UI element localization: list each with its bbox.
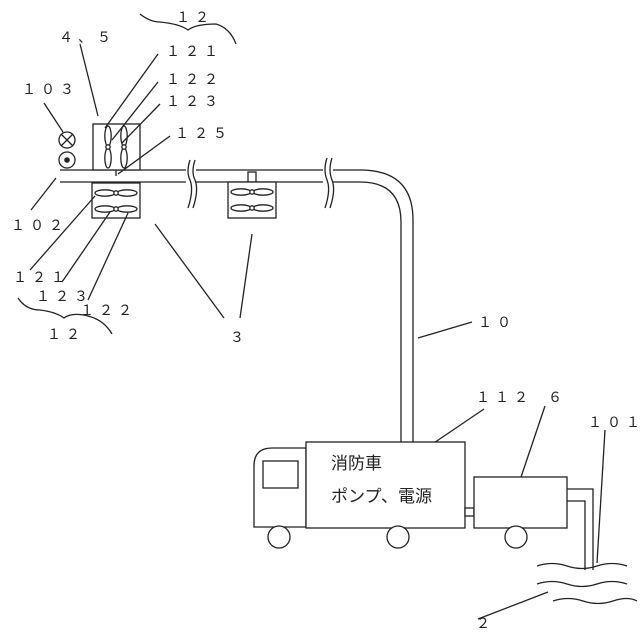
truck-wheel-rear <box>505 526 527 548</box>
pump-power-box <box>306 442 465 528</box>
valve-103-dot-circle <box>59 152 75 168</box>
truck-wheel-front <box>268 526 290 548</box>
label-125: １２５ <box>175 125 232 141</box>
truck-label-line1: 消防車 <box>331 454 382 474</box>
label-12-bottom: １２ <box>47 326 85 342</box>
label-112: １１２ <box>476 389 533 405</box>
truck-wheel-middle <box>387 526 409 548</box>
label-103: １０３ <box>22 81 79 97</box>
label-121-bottom: １２１ <box>13 269 70 285</box>
label-12-top: １２ <box>176 9 214 25</box>
label-121-top: １２１ <box>166 43 223 59</box>
label-2: ２ <box>476 615 495 631</box>
label-122-top: １２２ <box>166 71 223 87</box>
label-4-5: ４、５ <box>59 29 116 45</box>
label-6: ６ <box>548 389 567 405</box>
lower-fan-unit-middle <box>228 172 276 218</box>
pipe-break-mark-1 <box>186 160 197 208</box>
label-101: １０１ <box>588 414 640 430</box>
truck-cab-window <box>263 461 298 488</box>
truck-label-line2: ポンプ、電源 <box>331 487 432 507</box>
lower-fan-unit-left <box>92 182 140 218</box>
label-123-top: １２３ <box>166 93 223 109</box>
truck-connector <box>465 508 474 516</box>
pipe-break-mark-2 <box>323 158 334 208</box>
valve-103-crossed-circle <box>59 132 75 148</box>
label-122-bottom: １２２ <box>80 302 137 318</box>
label-3: ３ <box>230 329 249 345</box>
label-102: １０２ <box>11 217 68 233</box>
water-surface-2 <box>537 564 637 604</box>
label-10: １０ <box>478 314 516 330</box>
suction-hose-101 <box>567 489 593 570</box>
device-6-box <box>474 477 567 528</box>
